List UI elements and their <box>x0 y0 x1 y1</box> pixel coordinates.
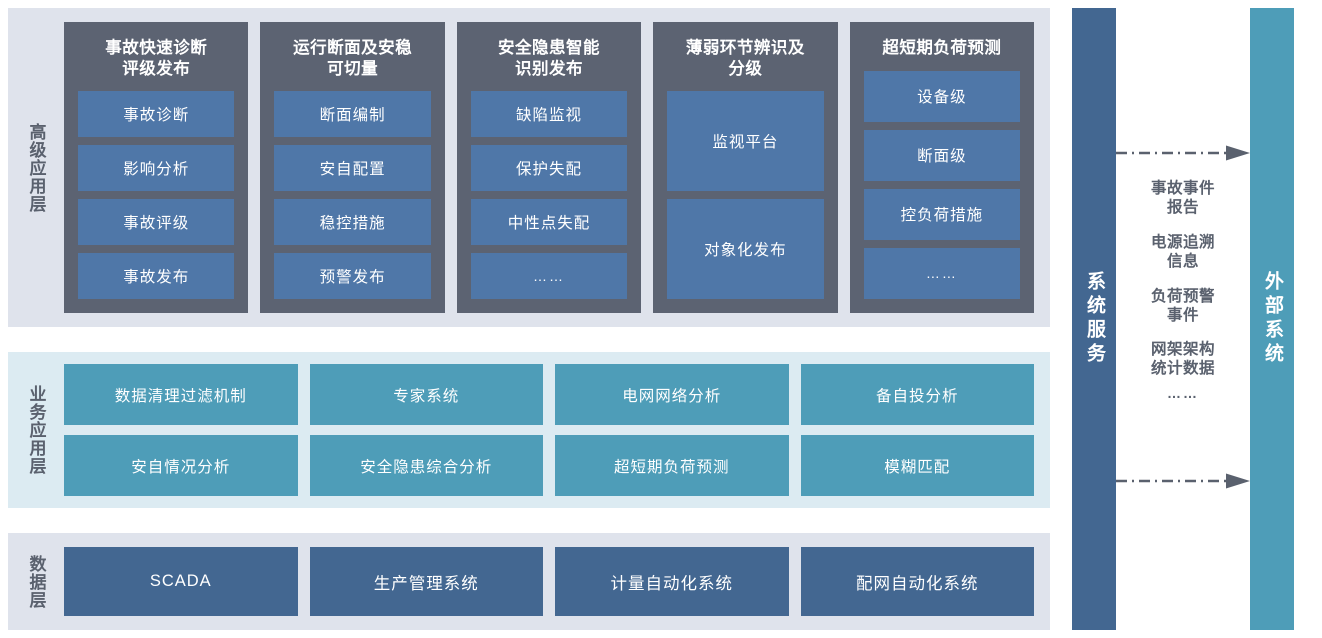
group-item-ellipsis[interactable]: …… <box>863 247 1021 299</box>
flow-label: 电源追溯 信息 <box>1150 233 1215 270</box>
flow-label-list: 事故事件 报告 电源追溯 信息 负荷预警 事件 网架架构 统计数据 …… <box>1116 180 1250 402</box>
group-item[interactable]: 影响分析 <box>78 145 235 192</box>
group-item[interactable]: 预警发布 <box>274 253 431 299</box>
business-cell[interactable]: 超短期负荷预测 <box>555 435 789 496</box>
group-title: 超短期负荷预测 <box>882 39 1002 57</box>
data-layer-panel: 数据层 SCADA 生产管理系统 计量自动化系统 配网自动化系统 <box>8 533 1050 630</box>
data-layer-label: 数据层 <box>26 554 46 609</box>
external-system-label: 外部系统 <box>1261 271 1283 367</box>
flow-label: 网架架构 统计数据 <box>1150 341 1215 378</box>
group-item[interactable]: 中性点失配 <box>470 199 628 246</box>
group-item-ellipsis[interactable]: …… <box>470 253 628 299</box>
data-source-cell[interactable]: 计量自动化系统 <box>555 547 789 616</box>
data-source-cell[interactable]: 配网自动化系统 <box>800 547 1034 616</box>
group-item[interactable]: 断面编制 <box>274 91 431 138</box>
business-cell[interactable]: 安自情况分析 <box>64 435 298 496</box>
data-source-cell[interactable]: SCADA <box>64 547 298 616</box>
advanced-group-list: 事故快速诊断 评级发布 事故诊断 影响分析 事故评级 事故发布 运行断面及安稳 … <box>64 8 1050 327</box>
group-item[interactable]: 事故诊断 <box>78 91 235 138</box>
external-system-bar[interactable]: 外部系统 <box>1250 8 1294 630</box>
advanced-application-layer-panel: 高级应用层 事故快速诊断 评级发布 事故诊断 影响分析 事故评级 事故发布 运行… <box>8 8 1050 327</box>
system-service-label: 系统服务 <box>1083 271 1105 367</box>
business-cell[interactable]: 数据清理过滤机制 <box>64 364 298 425</box>
advanced-layer-label: 高级应用层 <box>26 122 46 213</box>
group-title: 事故快速诊断 评级发布 <box>105 39 208 78</box>
flow-label: 负荷预警 事件 <box>1150 287 1215 324</box>
interface-flow-area: 事故事件 报告 电源追溯 信息 负荷预警 事件 网架架构 统计数据 …… <box>1116 8 1250 630</box>
group-item[interactable]: 监视平台 <box>667 91 824 192</box>
group-item[interactable]: 对象化发布 <box>667 199 824 299</box>
business-cell[interactable]: 专家系统 <box>309 364 543 425</box>
group-ultrashort-load-forecast[interactable]: 超短期负荷预测 设备级 断面级 控负荷措施 …… <box>849 22 1035 313</box>
group-safety-hazard[interactable]: 安全隐患智能 识别发布 缺陷监视 保护失配 中性点失配 …… <box>456 22 642 313</box>
group-item[interactable]: 断面级 <box>863 129 1021 181</box>
business-application-layer-panel: 业务应用层 数据清理过滤机制 专家系统 电网网络分析 备自投分析 安自情况分析 … <box>8 352 1050 508</box>
group-title: 运行断面及安稳 可切量 <box>293 39 413 78</box>
group-item[interactable]: 保护失配 <box>470 145 628 192</box>
flow-label-ellipsis: …… <box>1167 385 1199 402</box>
group-item[interactable]: 控负荷措施 <box>863 188 1021 240</box>
group-weak-link-identification[interactable]: 薄弱环节辨识及 分级 监视平台 对象化发布 <box>653 22 838 313</box>
group-operating-section[interactable]: 运行断面及安稳 可切量 断面编制 安自配置 稳控措施 预警发布 <box>260 22 445 313</box>
data-source-cell[interactable]: 生产管理系统 <box>309 547 543 616</box>
group-title: 薄弱环节辨识及 分级 <box>685 39 805 78</box>
business-layer-label: 业务应用层 <box>26 385 46 475</box>
business-cell-grid: 数据清理过滤机制 专家系统 电网网络分析 备自投分析 安自情况分析 安全隐患综合… <box>64 352 1050 508</box>
group-item[interactable]: 安自配置 <box>274 145 431 192</box>
business-cell[interactable]: 安全隐患综合分析 <box>309 435 543 496</box>
group-item[interactable]: 事故发布 <box>78 253 235 299</box>
data-cell-grid: SCADA 生产管理系统 计量自动化系统 配网自动化系统 <box>64 533 1050 630</box>
business-cell[interactable]: 电网网络分析 <box>555 364 789 425</box>
group-item[interactable]: 稳控措施 <box>274 199 431 246</box>
group-item[interactable]: 设备级 <box>863 70 1021 122</box>
group-item[interactable]: 缺陷监视 <box>470 91 628 138</box>
group-accident-diagnosis[interactable]: 事故快速诊断 评级发布 事故诊断 影响分析 事故评级 事故发布 <box>64 22 249 313</box>
dash-dot-arrow-right-icon <box>1116 473 1250 489</box>
business-cell[interactable]: 备自投分析 <box>800 364 1034 425</box>
dash-dot-arrow-right-icon <box>1116 145 1250 161</box>
group-title: 安全隐患智能 识别发布 <box>498 39 601 78</box>
system-service-bar[interactable]: 系统服务 <box>1072 8 1116 630</box>
flow-label: 事故事件 报告 <box>1150 180 1215 216</box>
business-cell[interactable]: 模糊匹配 <box>800 435 1034 496</box>
group-item[interactable]: 事故评级 <box>78 199 235 246</box>
